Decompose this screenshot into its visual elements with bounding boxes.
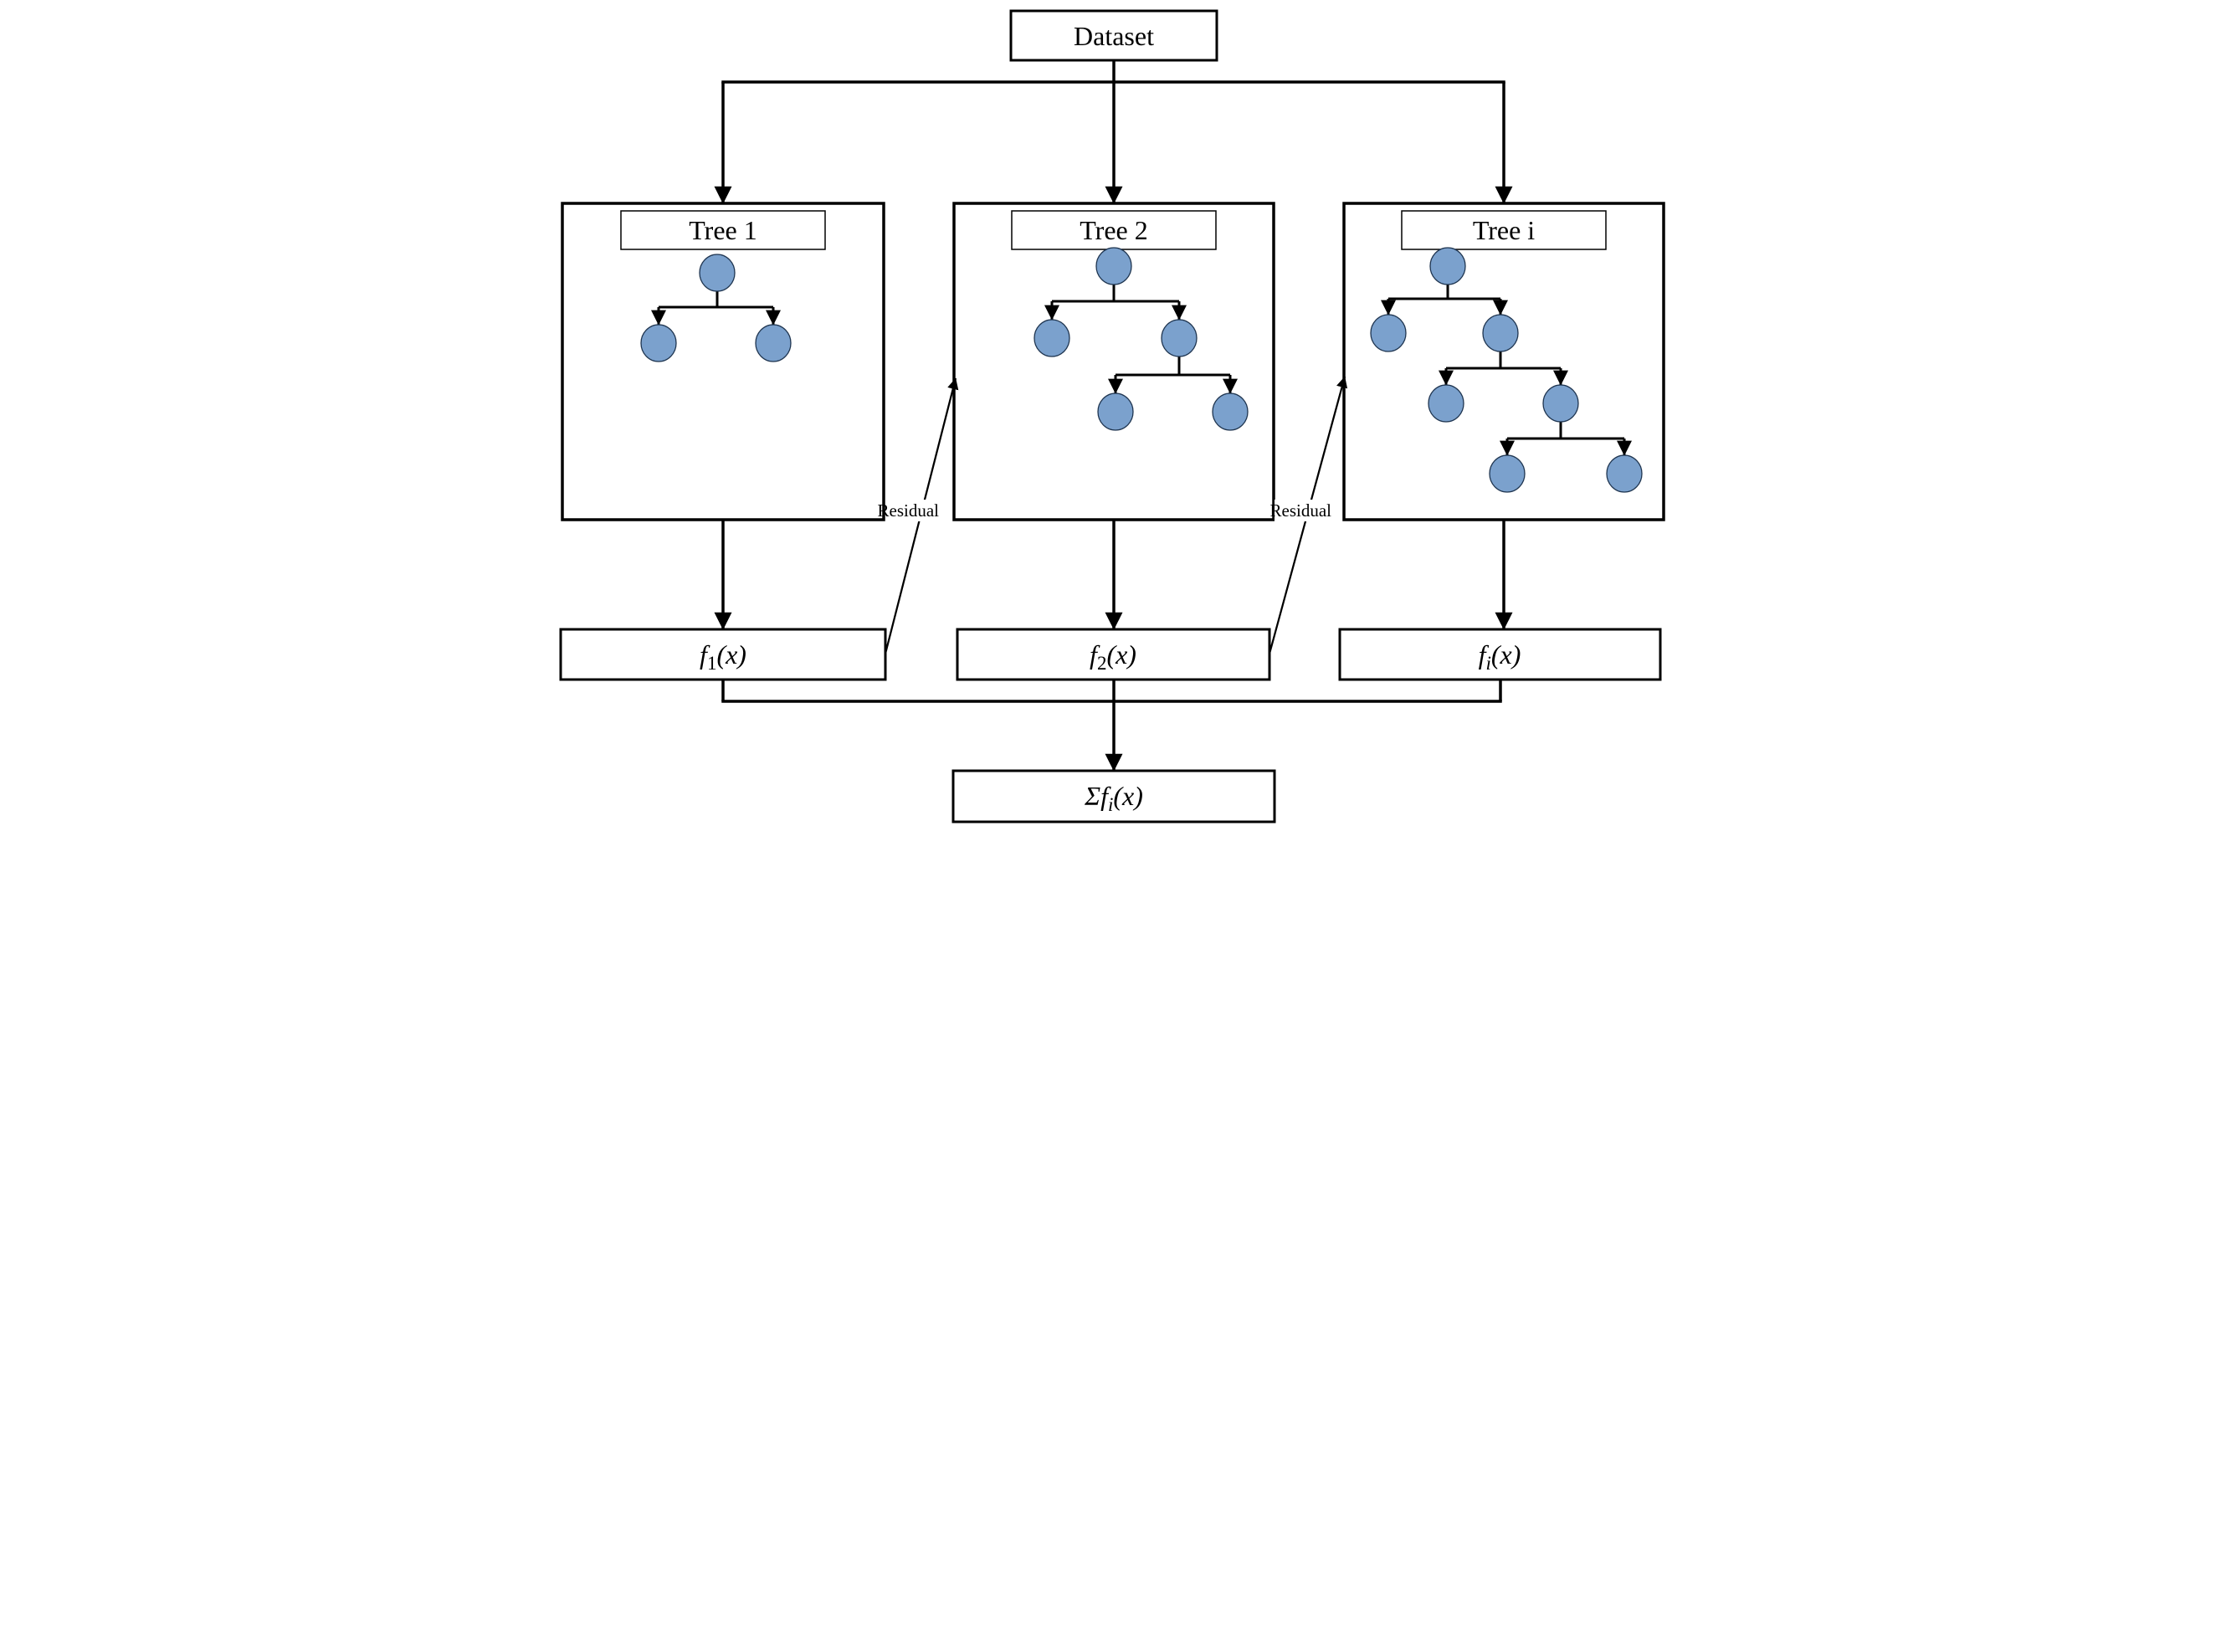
treei-branch-lines-l2 <box>1446 351 1561 370</box>
f2-box <box>956 628 1271 681</box>
dataset-label: Dataset <box>1074 21 1154 51</box>
residual-label-1: Residual <box>878 500 940 521</box>
dataset-box <box>1009 9 1218 62</box>
tree1-root-node <box>699 254 736 292</box>
tree2-branch-lines-l2 <box>1116 357 1230 377</box>
tree1-title-box <box>620 210 826 250</box>
residual-label-mask-1 <box>885 500 952 521</box>
tree2-leaf-node-4 <box>1212 392 1249 431</box>
treei-root-node <box>1429 247 1466 285</box>
tree2-root-node <box>1095 247 1132 285</box>
tree2-title-box <box>1011 210 1217 250</box>
f2-label: f2(x) <box>1090 639 1136 674</box>
tree1-title: Tree 1 <box>689 215 757 245</box>
tree1-panel <box>561 202 885 521</box>
tree2-right-split-node <box>1161 319 1198 357</box>
tree1-branch-lines <box>659 291 773 309</box>
residual-label-mask-2 <box>1275 500 1341 521</box>
treei-split-node-2 <box>1542 384 1579 423</box>
fi-box <box>1338 628 1662 681</box>
tree1-right-leaf-node <box>755 324 792 362</box>
tree2-left-leaf-node <box>1034 319 1070 357</box>
f1-box <box>559 628 887 681</box>
tree2-title: Tree 2 <box>1080 215 1147 245</box>
treei-branch-lines-l3 <box>1507 422 1624 440</box>
treei-leaf-node-3 <box>1428 384 1464 423</box>
sum-label: Σfi(x) <box>1084 781 1143 815</box>
f1-label: f1(x) <box>700 639 746 674</box>
treei-leaf-node-5 <box>1489 454 1526 493</box>
tree2-branch-lines-l1 <box>1052 285 1179 303</box>
residual-label-2: Residual <box>1270 500 1332 521</box>
fi-label: fi(x) <box>1479 639 1521 674</box>
diagram-canvas: Dataset Tree 1 Tree 2 Tree i f1(x) f2 <box>556 0 1670 826</box>
treei-title: Tree i <box>1473 215 1535 245</box>
sum-box <box>951 769 1276 823</box>
treei-title-box <box>1401 210 1607 250</box>
tree2-leaf-node-3 <box>1097 392 1134 431</box>
treei-leaf-node-6 <box>1606 454 1643 493</box>
treei-right-split-node <box>1482 314 1519 352</box>
treei-left-leaf-node <box>1370 314 1407 352</box>
gradient-boosting-diagram: Dataset Tree 1 Tree 2 Tree i f1(x) f2 <box>556 0 1670 826</box>
tree1-left-leaf-node <box>640 324 677 362</box>
treei-branch-lines-l1 <box>1388 285 1500 300</box>
